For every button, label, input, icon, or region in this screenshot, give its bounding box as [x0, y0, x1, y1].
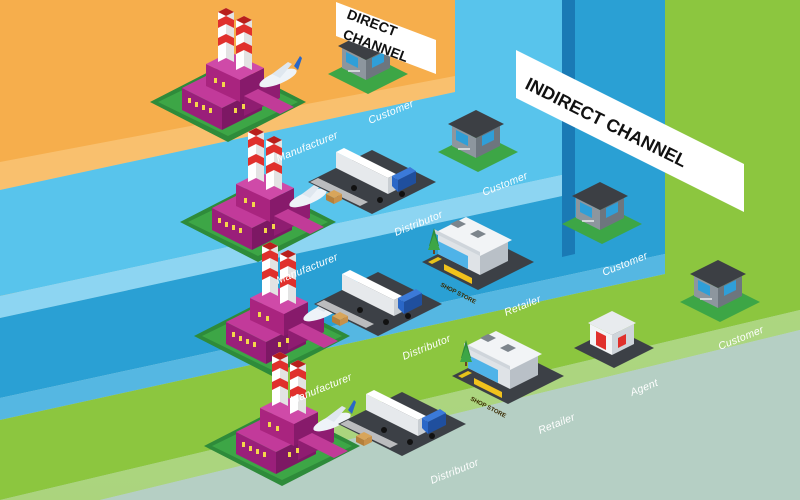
- tier-deep-stripe: [562, 0, 575, 257]
- tier-deep: [562, 0, 575, 257]
- direct-sign-board: [336, 2, 436, 74]
- indirect-sign-board: [516, 50, 744, 212]
- tier-two-level-back: [0, 0, 665, 398]
